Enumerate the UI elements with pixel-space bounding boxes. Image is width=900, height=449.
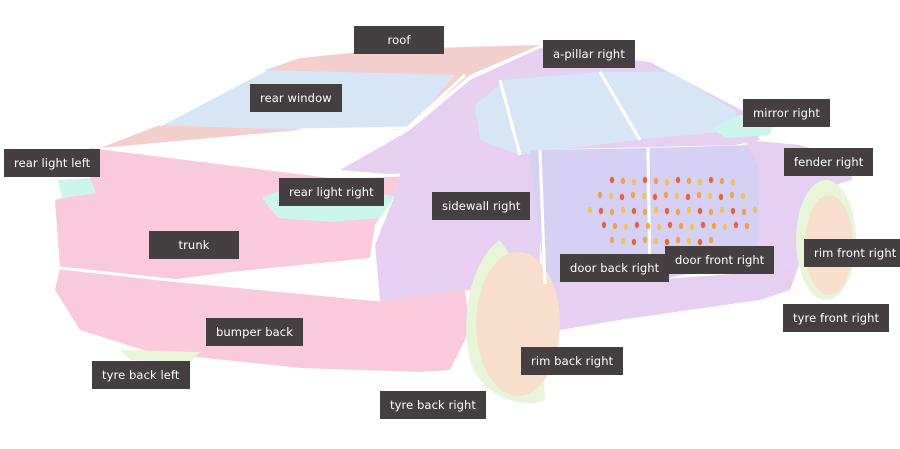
- damage-dot: [686, 206, 692, 214]
- label-fender-right: fender right: [784, 148, 874, 176]
- damage-dot: [631, 207, 637, 215]
- door-back-segment: [530, 148, 650, 284]
- damage-dot: [653, 237, 659, 245]
- label-rear-window: rear window: [250, 84, 342, 112]
- damage-dot: [741, 208, 747, 216]
- damage-dot: [733, 221, 739, 229]
- damage-dot: [678, 222, 684, 230]
- label-tyre-back-left: tyre back left: [92, 361, 190, 389]
- damage-dot: [730, 207, 736, 215]
- damage-dot: [653, 206, 659, 214]
- damage-dot: [601, 221, 607, 229]
- damage-dot: [642, 176, 648, 184]
- damage-dot: [722, 223, 728, 231]
- damage-dot: [719, 177, 725, 185]
- label-sidewall-right: sidewall right: [432, 192, 531, 220]
- damage-dot: [656, 223, 662, 231]
- damage-dot: [675, 236, 681, 244]
- damage-dot: [744, 222, 750, 230]
- damage-dot: [663, 191, 669, 199]
- damage-dot: [740, 192, 746, 200]
- damage-dot: [641, 192, 647, 200]
- label-rear-light-left: rear light left: [4, 149, 101, 177]
- damage-dot: [711, 222, 717, 230]
- label-bumper-back: bumper back: [206, 318, 303, 346]
- damage-dot: [642, 236, 648, 244]
- damage-dot: [708, 236, 714, 244]
- damage-dot: [608, 192, 614, 200]
- damage-dot: [609, 208, 615, 216]
- damage-dot: [708, 208, 714, 216]
- label-door-front-right: door front right: [665, 246, 775, 274]
- rear-light-left-segment: [58, 178, 96, 198]
- damage-dot: [631, 178, 637, 186]
- damage-dot: [730, 178, 736, 186]
- damage-dot: [609, 176, 615, 184]
- label-roof: roof: [354, 26, 444, 54]
- damage-dot: [623, 223, 629, 231]
- label-door-back-right: door back right: [560, 254, 670, 282]
- label-tyre-back-right: tyre back right: [380, 391, 487, 419]
- damage-dot: [645, 222, 651, 230]
- sill-segment: [540, 262, 800, 330]
- damage-marks: [587, 176, 758, 246]
- damage-dot: [598, 207, 604, 215]
- damage-dot: [597, 191, 603, 199]
- damage-dot: [719, 206, 725, 214]
- label-a-pillar-right: a-pillar right: [543, 40, 635, 68]
- damage-dot: [697, 178, 703, 186]
- damage-dot: [675, 208, 681, 216]
- damage-dot: [686, 177, 692, 185]
- damage-dot: [620, 177, 626, 185]
- damage-dot: [685, 193, 691, 201]
- side-windows-segment: [475, 72, 740, 155]
- tyre-back-left-segment: [120, 350, 200, 362]
- damage-dot: [700, 221, 706, 229]
- damage-dot: [664, 238, 670, 246]
- damage-dot: [612, 222, 618, 230]
- damage-dot: [620, 237, 626, 245]
- label-rear-light-right: rear light right: [279, 178, 384, 206]
- damage-dot: [752, 206, 758, 214]
- damage-dot: [664, 207, 670, 215]
- damage-dot: [686, 237, 692, 245]
- damage-dot: [642, 208, 648, 216]
- damage-dot: [697, 238, 703, 246]
- damage-dot: [619, 193, 625, 201]
- damage-dot: [718, 193, 724, 201]
- label-rim-back-right: rim back right: [521, 347, 624, 375]
- damage-dot: [631, 238, 637, 246]
- damage-dot: [729, 191, 735, 199]
- label-rim-front-right: rim front right: [804, 239, 900, 267]
- damage-dot: [674, 192, 680, 200]
- damage-dot: [675, 176, 681, 184]
- label-trunk: trunk: [149, 231, 239, 259]
- damage-dot: [634, 221, 640, 229]
- damage-dot: [620, 206, 626, 214]
- label-tyre-front-right: tyre front right: [783, 304, 890, 332]
- damage-dot: [707, 192, 713, 200]
- damage-dot: [697, 207, 703, 215]
- label-mirror-right: mirror right: [743, 99, 831, 127]
- damage-dot: [630, 191, 636, 199]
- damage-dot: [587, 206, 593, 214]
- damage-dot: [708, 176, 714, 184]
- damage-dot: [664, 178, 670, 186]
- damage-dot: [653, 177, 659, 185]
- damage-dot: [696, 191, 702, 199]
- damage-dot: [689, 223, 695, 231]
- damage-dot: [609, 236, 615, 244]
- damage-dot: [652, 193, 658, 201]
- damage-dot: [667, 221, 673, 229]
